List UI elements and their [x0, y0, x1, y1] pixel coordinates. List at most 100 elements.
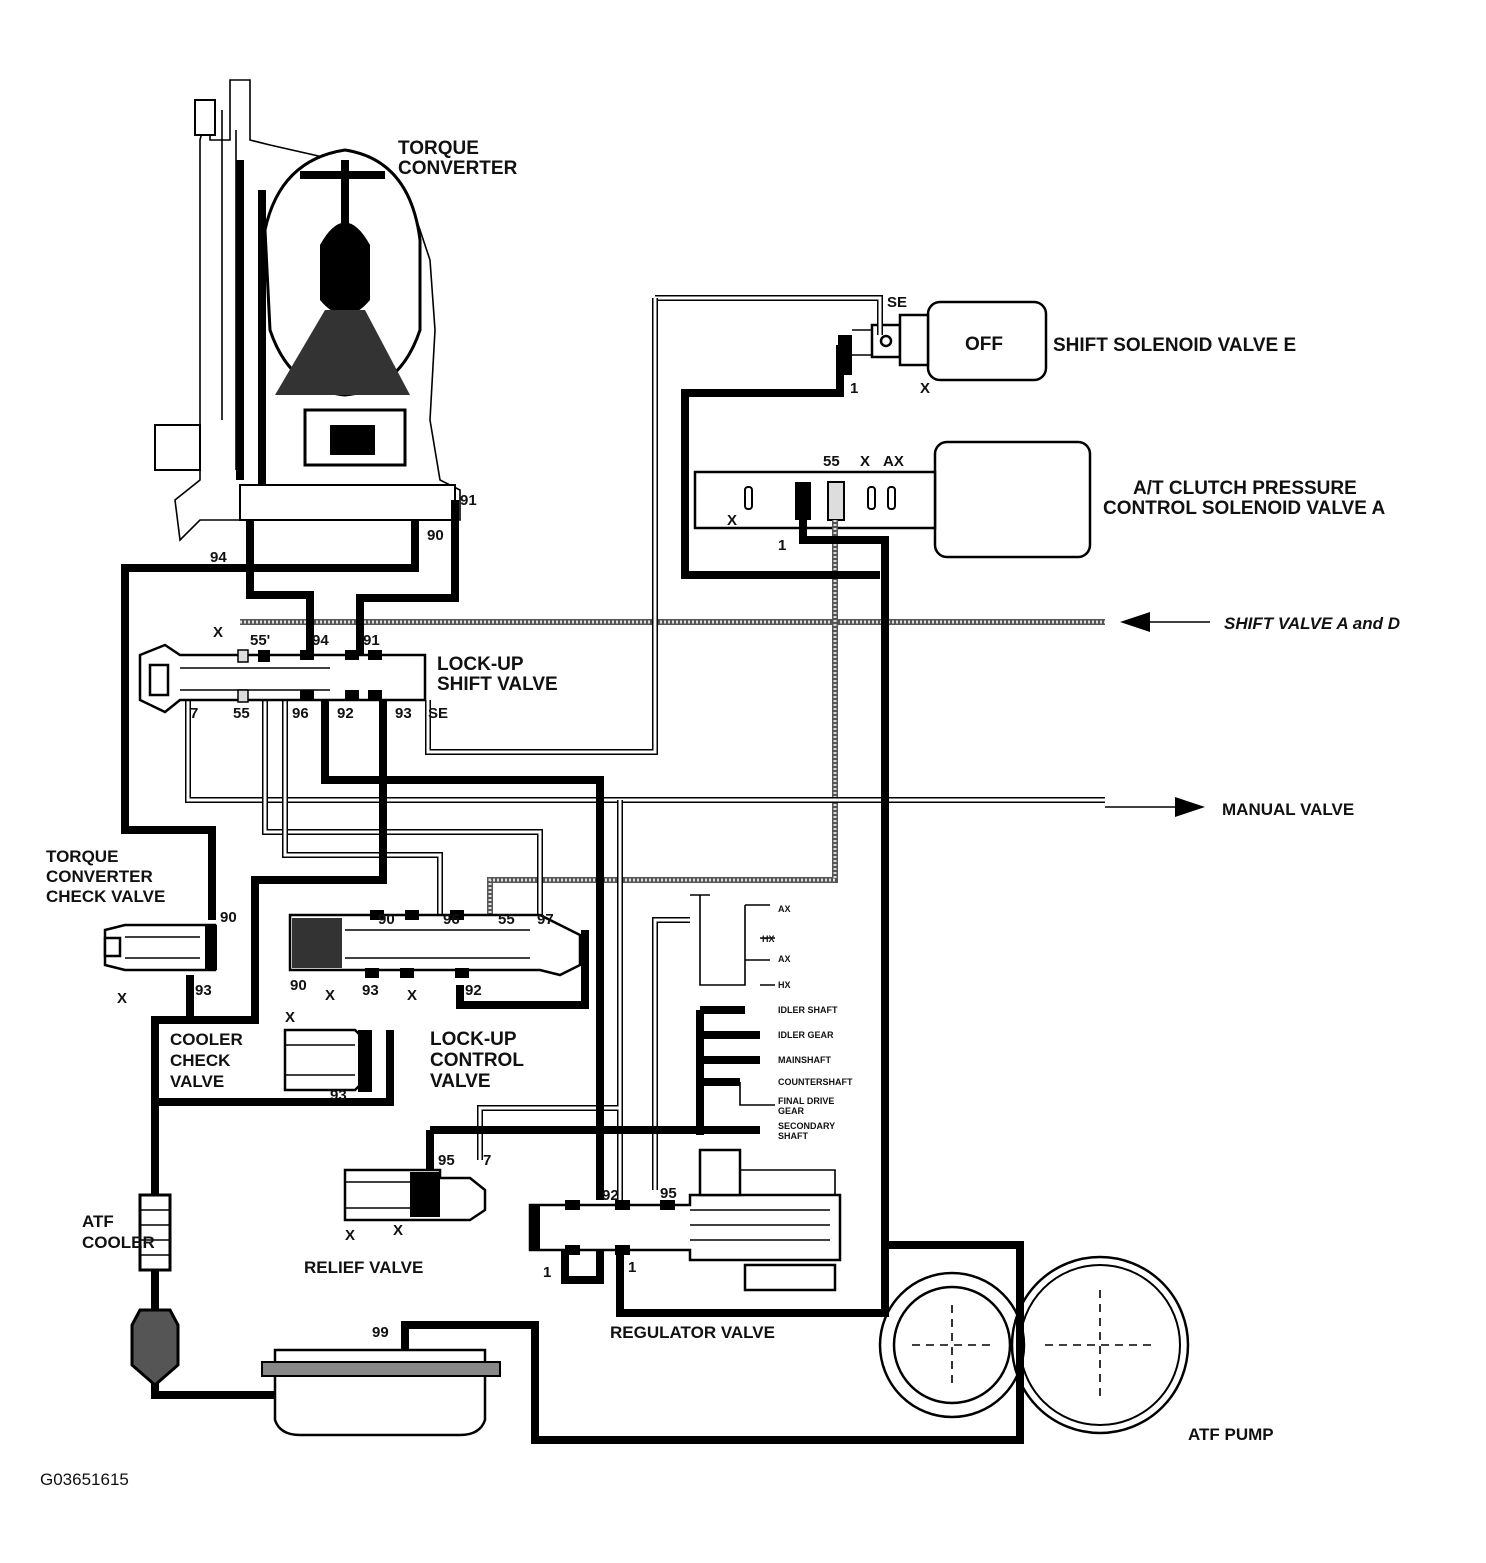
- port-1-reg-b: 1: [628, 1259, 636, 1276]
- regulator-valve: [528, 1148, 842, 1292]
- shift-valve-ad-label: SHIFT VALVE A and D: [1224, 614, 1400, 633]
- port-ax-sol-a: AX: [883, 453, 904, 470]
- solenoid-e-label: SHIFT SOLENOID VALVE E: [1053, 335, 1296, 356]
- tc-check-line3: CHECK VALVE: [46, 887, 165, 906]
- port-96-lcv: 96: [443, 911, 460, 928]
- lockup-shift-line1: LOCK-UP: [437, 654, 524, 675]
- port-1-reg-a: 1: [543, 1264, 551, 1281]
- port-7-rv: 7: [483, 1152, 491, 1169]
- svg-text:VALVE: VALVE: [170, 1072, 224, 1091]
- port-91-lsv: 91: [363, 632, 380, 649]
- lockup-control-line2: CONTROL: [430, 1050, 524, 1071]
- lube-hx-2: HX: [778, 980, 791, 990]
- lube-shaft: SHAFT: [778, 1131, 808, 1141]
- svg-text:LOCK-UP: LOCK-UP: [430, 1029, 517, 1050]
- port-92-lcv: 92: [465, 982, 482, 999]
- port-x-rv-2: X: [393, 1222, 403, 1239]
- port-x-ccv: X: [285, 1009, 295, 1026]
- cooler-check-line2: CHECK: [170, 1051, 231, 1070]
- atf-cooler-line2: COOLER: [82, 1233, 155, 1252]
- lockup-control-line1: LOCK-UP: [430, 1029, 517, 1050]
- svg-text:LOCK-UP: LOCK-UP: [437, 654, 524, 675]
- lockup-control-valve: [288, 910, 582, 978]
- svg-text:TORQUE: TORQUE: [398, 138, 479, 159]
- svg-text:A/T CLUTCH PRESSURE: A/T CLUTCH PRESSURE: [1133, 478, 1357, 499]
- figure-id: G03651615: [40, 1470, 129, 1489]
- port-1-sol-a: 1: [778, 537, 786, 554]
- svg-text:COOLER: COOLER: [82, 1233, 155, 1252]
- svg-text:SHIFT VALVE: SHIFT VALVE: [437, 674, 558, 695]
- tc-label-line2: CONVERTER: [398, 158, 518, 179]
- clutch-pressure-solenoid-a: [693, 440, 1092, 559]
- cooler-check-line1: COOLER: [170, 1030, 243, 1049]
- port-96-lsv: 96: [292, 705, 309, 722]
- port-x-sol-a: X: [860, 453, 870, 470]
- port-90-lcv-top: 90: [378, 911, 395, 928]
- lube-final-drive: FINAL DRIVE: [778, 1096, 834, 1106]
- port-92-reg: 92: [602, 1187, 619, 1204]
- port-x-lsv: X: [213, 624, 223, 641]
- lockup-shift-valve: [138, 643, 427, 714]
- tc-check-line2: CONVERTER: [46, 867, 153, 886]
- cooler-check-valve: [283, 1028, 372, 1092]
- arrow-to-manual-valve: [1105, 797, 1205, 817]
- port-x-lcv-1: X: [325, 987, 335, 1004]
- svg-text:CHECK VALVE: CHECK VALVE: [46, 887, 165, 906]
- atf-cooler-line1: ATF: [82, 1212, 114, 1231]
- atf-cooler: [138, 1193, 172, 1272]
- port-93-lcv: 93: [362, 982, 379, 999]
- svg-text:CONTROL: CONTROL: [430, 1050, 524, 1071]
- port-92-lsv: 92: [337, 705, 354, 722]
- atf-pump-label: ATF PUMP: [1188, 1425, 1274, 1444]
- solenoid-e-state: OFF: [965, 334, 1003, 355]
- port-94-lsv: 94: [312, 632, 329, 649]
- port-se-sol: SE: [887, 294, 907, 311]
- lube-secondary: SECONDARY: [778, 1121, 835, 1131]
- port-x-tccv: X: [117, 990, 127, 1007]
- tc-check-valve: [103, 923, 217, 972]
- port-93-ccv: 93: [330, 1087, 347, 1104]
- atf-pump: [878, 1255, 1190, 1435]
- port-97-lcv: 97: [537, 911, 554, 928]
- cooler-check-line3: VALVE: [170, 1072, 224, 1091]
- port-x-lcv-2: X: [407, 987, 417, 1004]
- relief-valve: [343, 1168, 487, 1222]
- svg-text:ATF: ATF: [82, 1212, 114, 1231]
- solenoid-a-line2: CONTROL SOLENOID VALVE A: [1103, 498, 1385, 519]
- arrow-from-shift-valve-ad: [1120, 612, 1210, 632]
- tc-check-line1: TORQUE: [46, 847, 118, 866]
- port-95-rv: 95: [438, 1152, 455, 1169]
- lube-hx-1: HX: [762, 934, 775, 944]
- lube-ax-1: AX: [778, 904, 791, 914]
- svg-text:CONVERTER: CONVERTER: [398, 158, 518, 179]
- lube-gear: GEAR: [778, 1106, 805, 1116]
- svg-text:CHECK: CHECK: [170, 1051, 231, 1070]
- port-55-lcv: 55: [498, 911, 515, 928]
- port-se-lsv: SE: [428, 705, 448, 722]
- port-55p-lsv: 55': [250, 632, 270, 649]
- lockup-shift-line2: SHIFT VALVE: [437, 674, 558, 695]
- lockup-control-line3: VALVE: [430, 1071, 491, 1092]
- port-99-strainer: 99: [372, 1324, 389, 1341]
- port-55-lsv: 55: [233, 705, 250, 722]
- svg-text:TORQUE: TORQUE: [46, 847, 118, 866]
- lube-ax-2: AX: [778, 954, 791, 964]
- port-x-rv-1: X: [345, 1227, 355, 1244]
- port-55-sol-a: 55: [823, 453, 840, 470]
- shift-solenoid-valve-e: [838, 300, 1048, 382]
- svg-text:COOLER: COOLER: [170, 1030, 243, 1049]
- port-93-tccv: 93: [195, 982, 212, 999]
- svg-text:CONVERTER: CONVERTER: [46, 867, 153, 886]
- port-95-reg: 95: [660, 1185, 677, 1202]
- lube-mainshaft: MAINSHAFT: [778, 1055, 831, 1065]
- solenoid-a-line1: A/T CLUTCH PRESSURE: [1133, 478, 1357, 499]
- port-91-tc: 91: [460, 492, 477, 509]
- svg-text:CONTROL SOLENOID VALVE A: CONTROL SOLENOID VALVE A: [1103, 498, 1385, 519]
- lube-idler-gear: IDLER GEAR: [778, 1030, 834, 1040]
- manual-valve-label: MANUAL VALVE: [1222, 800, 1354, 819]
- lube-countershaft: COUNTERSHAFT: [778, 1077, 853, 1087]
- relief-valve-label: RELIEF VALVE: [304, 1258, 423, 1277]
- port-93-lsv: 93: [395, 705, 412, 722]
- regulator-valve-label: REGULATOR VALVE: [610, 1323, 775, 1342]
